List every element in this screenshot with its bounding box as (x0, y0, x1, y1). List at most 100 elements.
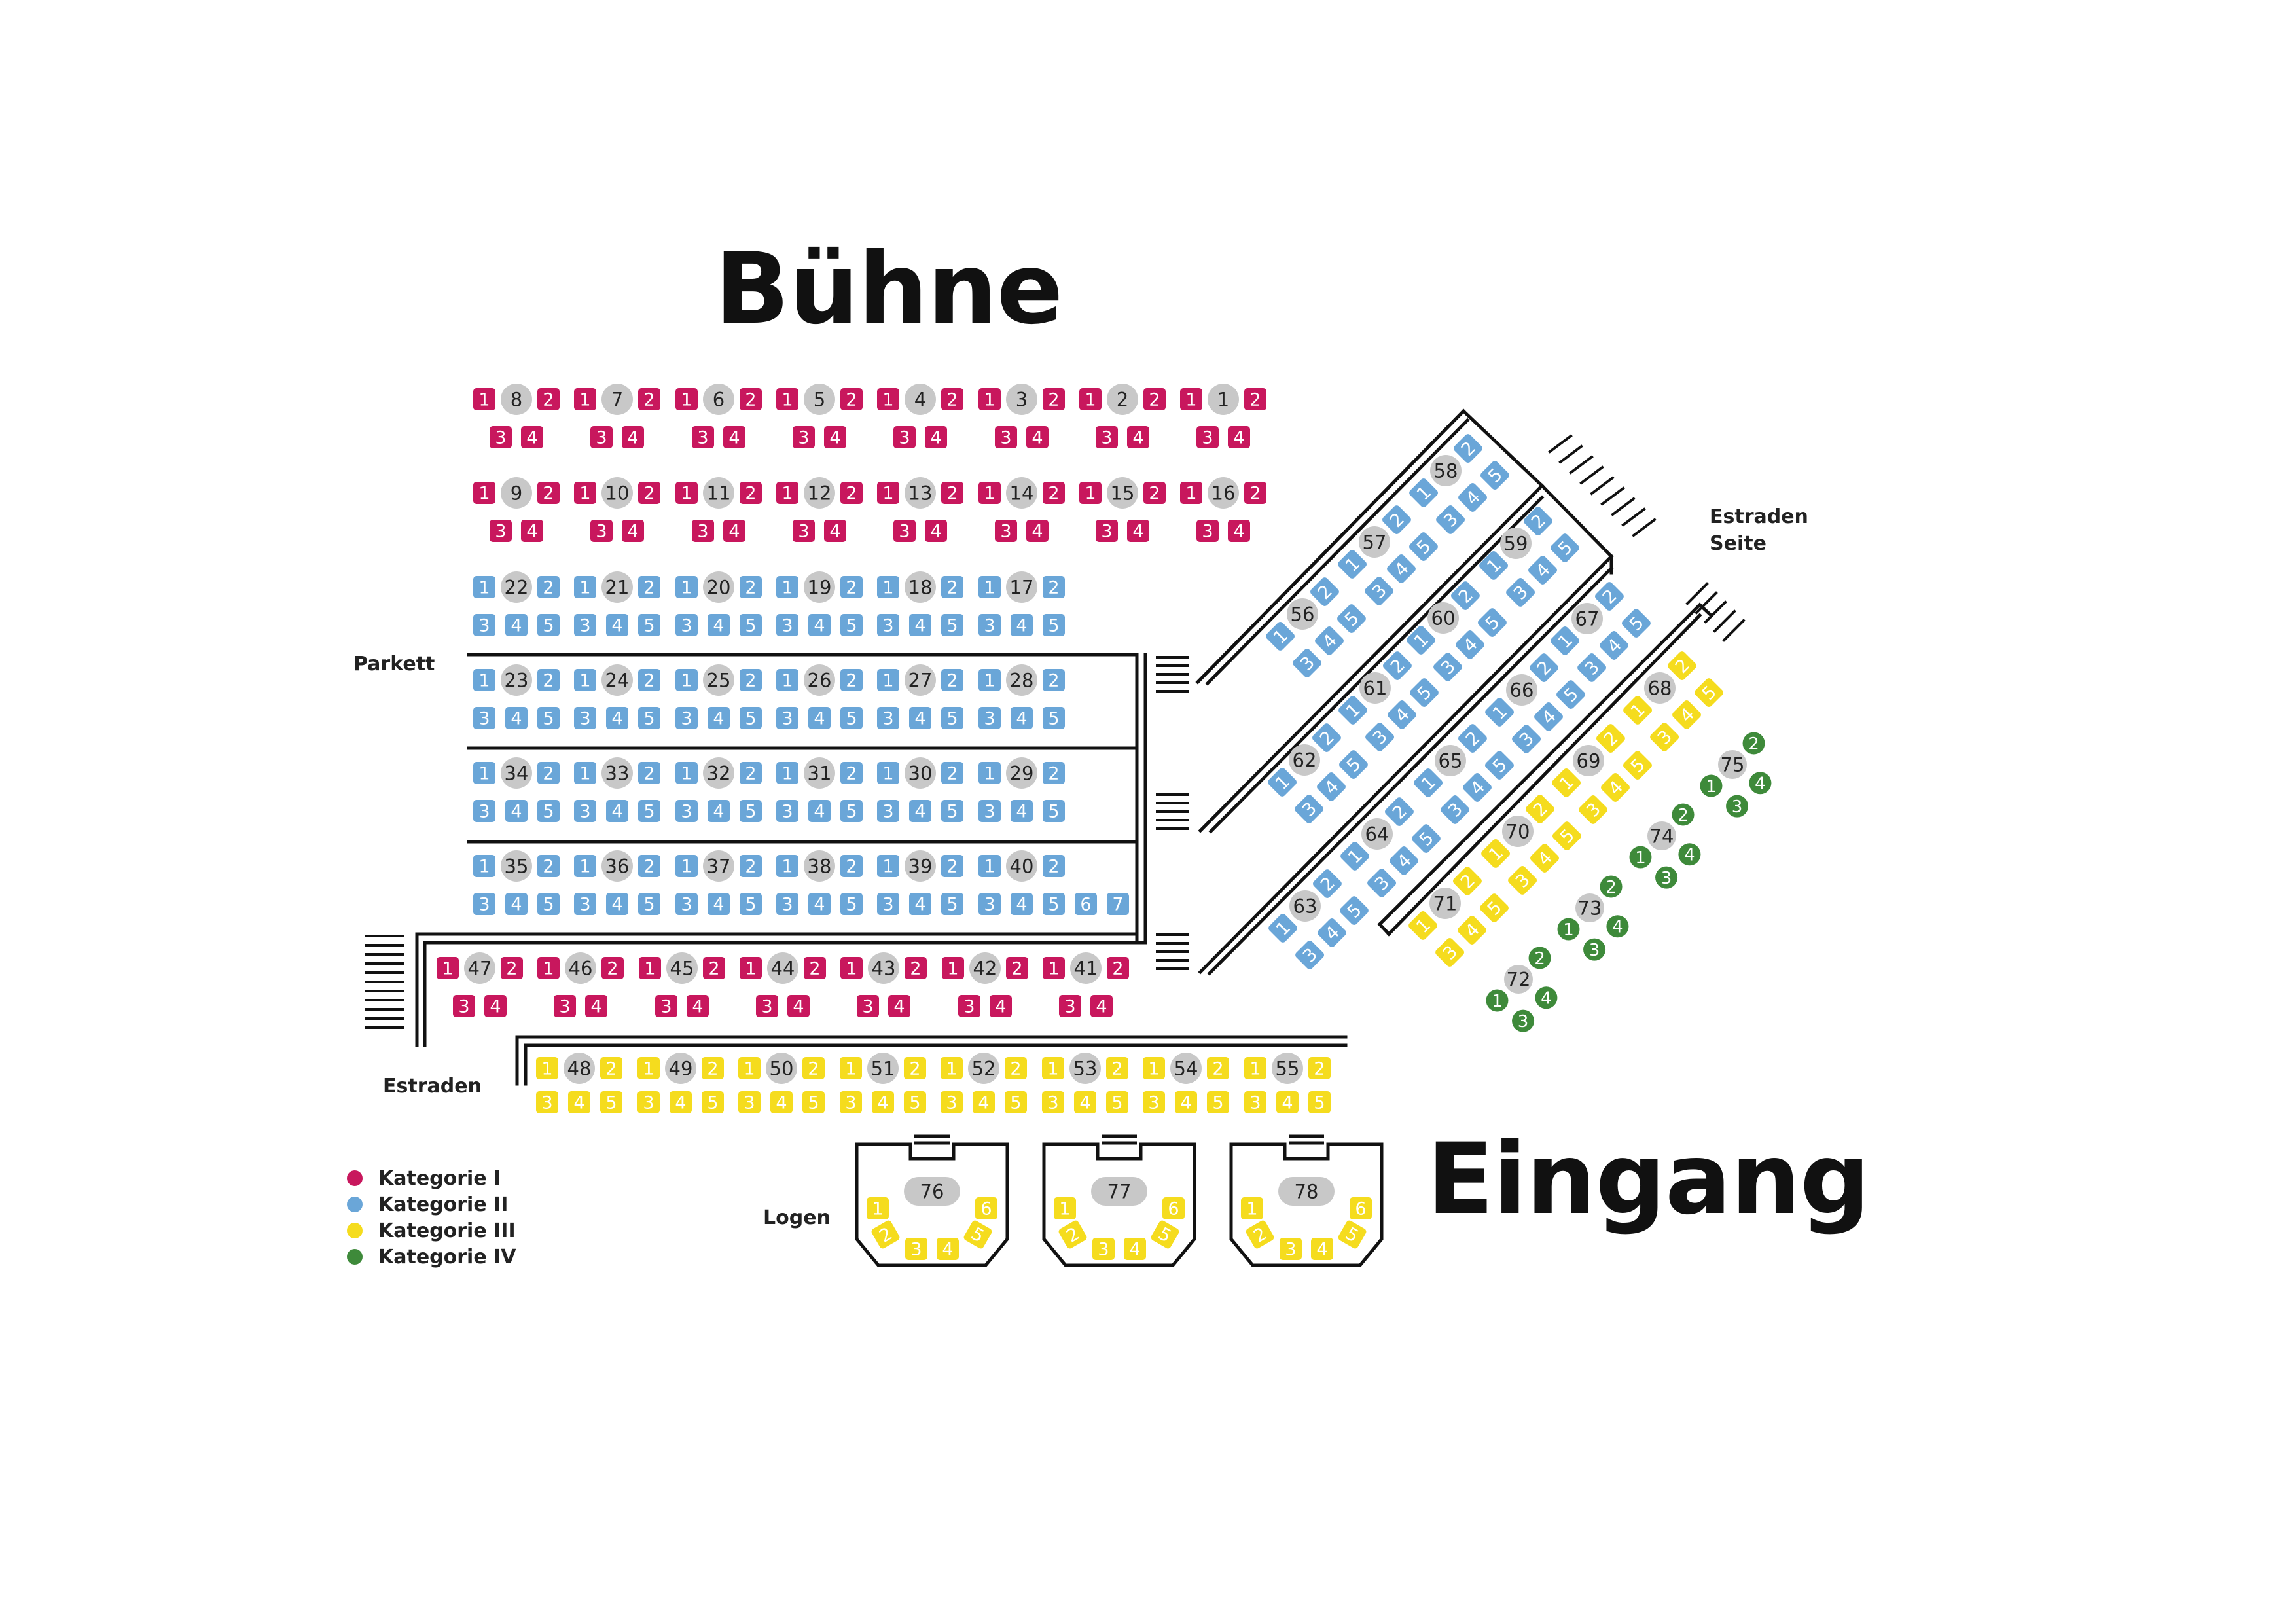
seat[interactable]: 3 (1577, 794, 1609, 825)
seat[interactable]: 2 (941, 855, 963, 877)
seat[interactable]: 3 (1655, 866, 1678, 889)
seat[interactable]: 1 (574, 482, 596, 504)
seat[interactable]: 3 (1096, 426, 1118, 448)
seat[interactable]: 2 (1600, 875, 1623, 898)
seat[interactable]: 2 (638, 855, 660, 877)
seat[interactable]: 1 (1043, 957, 1065, 979)
seat[interactable]: 1 (941, 1057, 963, 1079)
seat[interactable]: 4 (909, 800, 931, 822)
seat[interactable]: 3 (776, 707, 798, 729)
seat[interactable]: 1 (942, 957, 964, 979)
seat[interactable]: 3 (574, 614, 596, 636)
seat[interactable]: 1 (675, 762, 698, 784)
table[interactable]: 35 (501, 850, 532, 882)
seat[interactable]: 4 (505, 707, 528, 729)
seat[interactable]: 2 (1043, 576, 1065, 598)
seat[interactable]: 4 (909, 707, 931, 729)
seat[interactable]: 1 (473, 762, 495, 784)
seat[interactable]: 6 (1350, 1197, 1372, 1219)
seat[interactable]: 2 (1522, 505, 1554, 537)
seat[interactable]: 2 (600, 1057, 622, 1079)
seat[interactable]: 1 (1180, 388, 1202, 410)
table[interactable]: 61 (1359, 672, 1391, 704)
seat[interactable]: 4 (505, 893, 528, 915)
seat[interactable]: 1 (1079, 482, 1102, 504)
seat[interactable]: 1 (675, 482, 698, 504)
seat[interactable]: 4 (1386, 699, 1418, 731)
seat[interactable]: 3 (590, 426, 613, 448)
seat[interactable]: 1 (536, 1057, 558, 1079)
seat[interactable]: 4 (1314, 625, 1345, 657)
seat[interactable]: 5 (1479, 892, 1510, 924)
seat[interactable]: 1 (1478, 550, 1509, 581)
seat[interactable]: 1 (637, 1057, 660, 1079)
seat[interactable]: 3 (1583, 938, 1606, 961)
seat[interactable]: 4 (1276, 1091, 1299, 1113)
seat[interactable]: 4 (1457, 482, 1488, 513)
seat[interactable]: 5 (1043, 707, 1065, 729)
table[interactable]: 21 (601, 571, 633, 603)
seat[interactable]: 4 (708, 614, 730, 636)
seat[interactable]: 3 (1366, 867, 1397, 899)
seat[interactable]: 4 (708, 800, 730, 822)
table[interactable]: 62 (1289, 744, 1320, 776)
seat[interactable]: 3 (1726, 795, 1749, 818)
seat[interactable]: 3 (738, 1091, 761, 1113)
seat[interactable]: 4 (973, 1091, 995, 1113)
seat[interactable]: 4 (1386, 553, 1417, 585)
seat[interactable]: 4 (687, 995, 709, 1017)
seat[interactable]: 4 (521, 520, 543, 542)
seat[interactable]: 2 (904, 1057, 926, 1079)
seat[interactable]: 4 (723, 520, 745, 542)
seat[interactable]: 3 (978, 800, 1001, 822)
seat[interactable]: 2 (804, 957, 826, 979)
table[interactable]: 55 (1272, 1053, 1303, 1084)
seat[interactable]: 4 (872, 1091, 894, 1113)
seat[interactable]: 2 (1058, 1219, 1088, 1250)
seat[interactable]: 1 (1143, 1057, 1165, 1079)
seat[interactable]: 4 (888, 995, 910, 1017)
seat[interactable]: 5 (638, 893, 660, 915)
seat[interactable]: 2 (537, 482, 560, 504)
seat[interactable]: 4 (505, 800, 528, 822)
seat[interactable]: 3 (978, 893, 1001, 915)
seat[interactable]: 4 (708, 893, 730, 915)
seat[interactable]: 5 (904, 1091, 926, 1113)
seat[interactable]: 2 (1005, 1057, 1027, 1079)
seat[interactable]: 4 (1011, 614, 1033, 636)
seat[interactable]: 4 (606, 893, 628, 915)
seat[interactable]: 1 (776, 388, 798, 410)
seat[interactable]: 2 (740, 762, 762, 784)
seat[interactable]: 2 (501, 957, 523, 979)
seat[interactable]: 3 (877, 707, 899, 729)
seat[interactable]: 3 (793, 520, 815, 542)
seat[interactable]: 5 (840, 893, 863, 915)
seat[interactable]: 3 (756, 995, 778, 1017)
seat[interactable]: 5 (1043, 800, 1065, 822)
seat[interactable]: 2 (941, 388, 963, 410)
seat[interactable]: 5 (1549, 532, 1581, 564)
seat[interactable]: 3 (1143, 1091, 1165, 1113)
seat[interactable]: 3 (490, 520, 512, 542)
seat[interactable]: 4 (808, 707, 831, 729)
seat[interactable]: 3 (776, 893, 798, 915)
seat[interactable]: 2 (601, 957, 624, 979)
seat[interactable]: 1 (877, 576, 899, 598)
seat[interactable]: 4 (1678, 843, 1701, 866)
seat[interactable]: 2 (537, 576, 560, 598)
seat[interactable]: 4 (622, 426, 644, 448)
seat[interactable]: 5 (1484, 749, 1515, 781)
seat[interactable]: 1 (877, 762, 899, 784)
seat[interactable]: 2 (1143, 388, 1166, 410)
seat[interactable]: 3 (1293, 793, 1325, 825)
table[interactable]: 18 (905, 571, 936, 603)
seat[interactable]: 1 (776, 669, 798, 691)
seat[interactable]: 1 (877, 388, 899, 410)
seat[interactable]: 1 (1241, 1197, 1263, 1219)
seat[interactable]: 3 (857, 995, 879, 1017)
seat[interactable]: 3 (473, 893, 495, 915)
table[interactable]: 67 (1571, 603, 1603, 634)
seat[interactable]: 1 (1700, 774, 1723, 797)
seat[interactable]: 2 (1043, 855, 1065, 877)
seat[interactable]: 4 (484, 995, 507, 1017)
